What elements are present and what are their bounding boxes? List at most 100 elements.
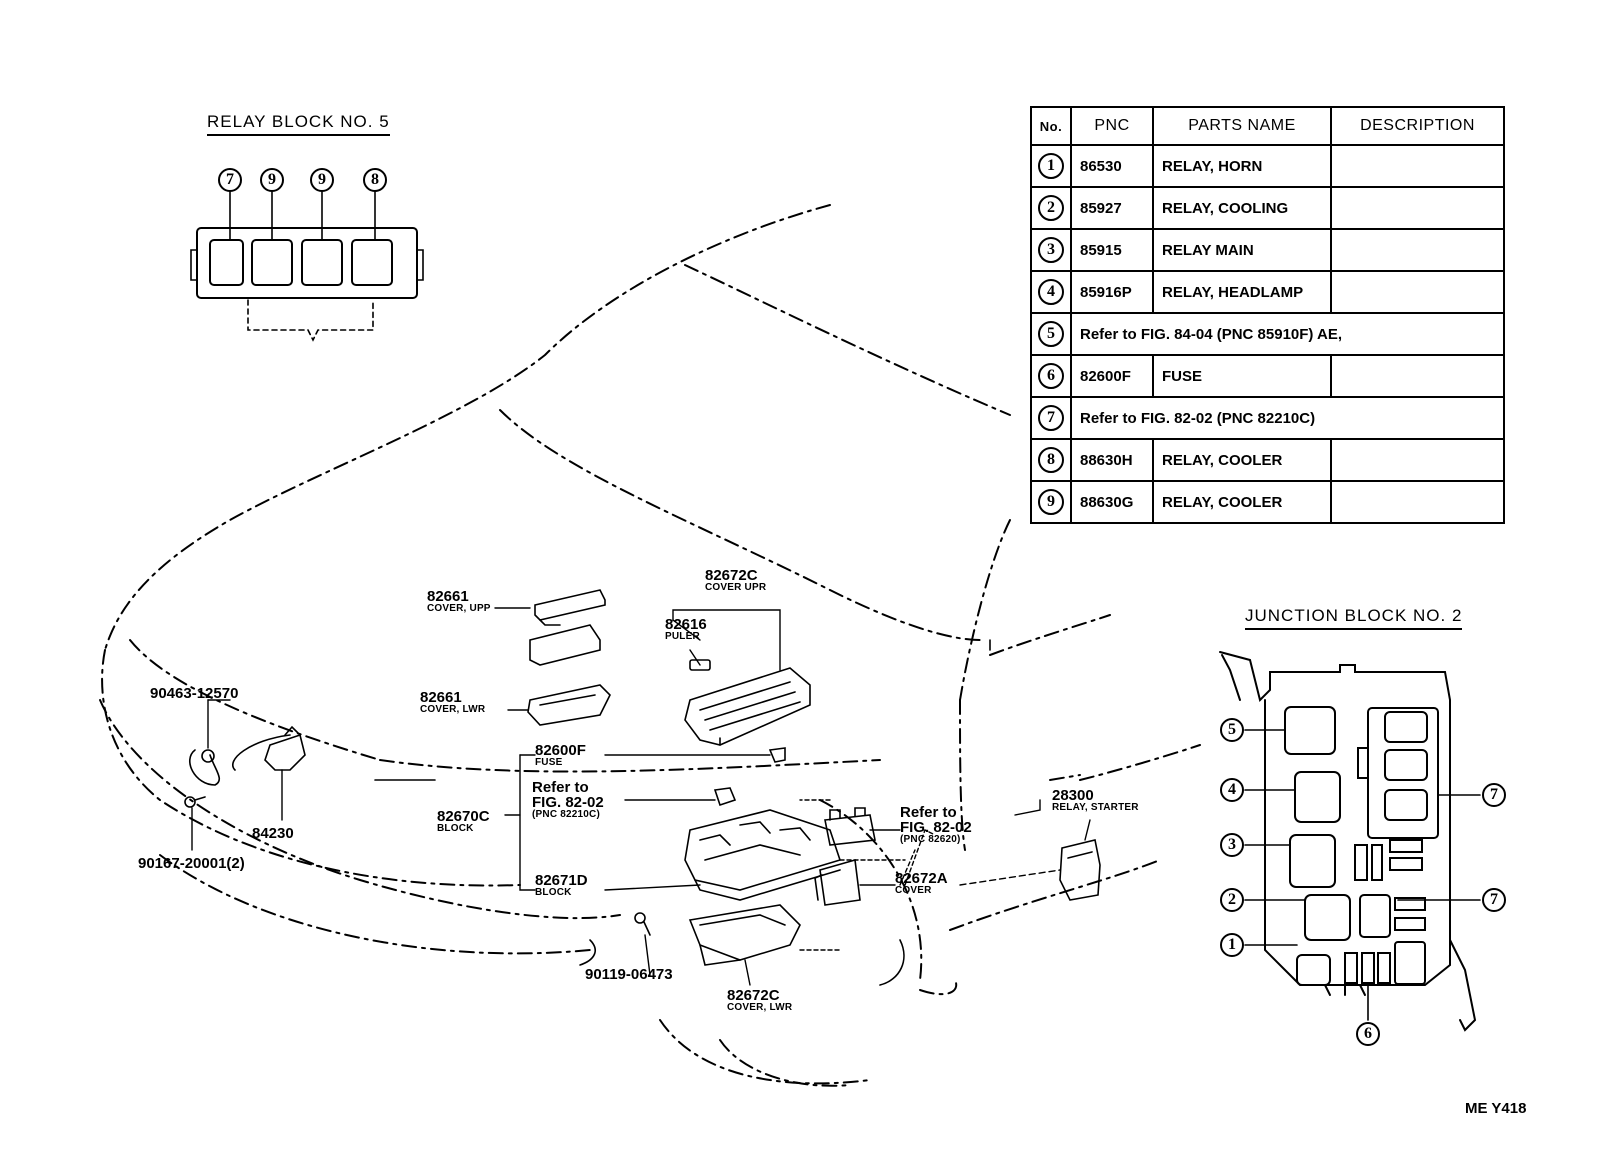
puller-82616 — [689, 659, 711, 671]
junction-block-callout: 6 — [1356, 1022, 1380, 1046]
part-name: COVER, LWR — [727, 1002, 793, 1013]
part-name: COVER — [895, 885, 932, 896]
row-pnc: 85915 — [1070, 228, 1154, 272]
column-header-description: DESCRIPTION — [1330, 106, 1505, 146]
label-refer-82210c: Refer to FIG. 82-02 (PNC 82210C) — [532, 780, 604, 820]
label-82672c-upr: 82672C COVER UPR — [705, 568, 766, 593]
column-header-pnc: PNC — [1070, 106, 1154, 146]
row-number: 3 — [1038, 237, 1064, 263]
cover-upr-82672c — [684, 667, 811, 746]
row-reference: Refer to FIG. 84-04 (PNC 85910F) AE, — [1070, 312, 1505, 356]
table-row: 2 85927 RELAY, COOLING — [1030, 186, 1505, 230]
row-number: 9 — [1038, 489, 1064, 515]
row-parts-name: RELAY MAIN — [1152, 228, 1332, 272]
leader-lines — [191, 607, 1091, 986]
part-number: 82600F — [535, 742, 586, 759]
label-82661-lwr: 82661 COVER, LWR — [420, 690, 485, 715]
label-82661-upp: 82661 COVER, UPP — [427, 589, 491, 614]
table-row: 6 82600F FUSE — [1030, 354, 1505, 398]
row-parts-name: RELAY, HEADLAMP — [1152, 270, 1332, 314]
junction-block-callout: 7 — [1482, 888, 1506, 912]
table-row: 5 Refer to FIG. 84-04 (PNC 85910F) AE, — [1030, 312, 1505, 356]
junction-block-callout: 5 — [1220, 718, 1244, 742]
part-number: 82672A — [895, 870, 948, 887]
junction-block-callout: 4 — [1220, 778, 1244, 802]
relay-block-callout: 9 — [310, 168, 334, 192]
relay-block-callout: 7 — [218, 168, 242, 192]
part-number: 82616 — [665, 616, 707, 633]
row-number: 7 — [1038, 405, 1064, 431]
bolt-90167 — [184, 796, 206, 808]
part-number: 82671D — [535, 872, 588, 889]
part-name: FUSE — [535, 757, 563, 768]
row-pnc: 86530 — [1070, 144, 1154, 188]
table-row: 7 Refer to FIG. 82-02 (PNC 82210C) — [1030, 396, 1505, 440]
row-reference: Refer to FIG. 82-02 (PNC 82210C) — [1070, 396, 1505, 440]
label-82672a: 82672A COVER — [895, 871, 948, 896]
bolt-90119 — [634, 912, 651, 936]
vehicle-outline — [99, 204, 1201, 1087]
part-name: BLOCK — [437, 823, 474, 834]
row-number: 8 — [1038, 447, 1064, 473]
cover-lwr-82661 — [527, 684, 611, 726]
table-header-row: No. PNC PARTS NAME DESCRIPTION — [1030, 106, 1505, 146]
part-name: RELAY, STARTER — [1052, 802, 1139, 813]
label-90119: 90119-06473 — [585, 966, 673, 983]
cover-lwr-82672c — [688, 904, 801, 966]
table-row: 9 88630G RELAY, COOLER — [1030, 480, 1505, 524]
row-pnc: 85927 — [1070, 186, 1154, 230]
refer-figure: FIG. 82-02 — [900, 819, 972, 836]
row-description — [1330, 186, 1505, 230]
refer-pnc: (PNC 82210C) — [532, 809, 600, 820]
row-number: 5 — [1038, 321, 1064, 347]
relay-block-callout: 8 — [363, 168, 387, 192]
row-parts-name: RELAY, COOLING — [1152, 186, 1332, 230]
cover-82672a — [814, 858, 861, 906]
bracket-84230 — [232, 725, 306, 771]
table-row: 8 88630H RELAY, COOLER — [1030, 438, 1505, 482]
row-description — [1330, 480, 1505, 524]
relay-block-callout: 9 — [260, 168, 284, 192]
refer-text: Refer to — [900, 804, 957, 821]
part-name: COVER, LWR — [420, 704, 486, 715]
relay-block-5 — [190, 189, 424, 342]
column-header-no: No. — [1030, 106, 1072, 146]
label-90167: 90167-20001(2) — [138, 855, 245, 872]
figure-code: ME Y418 — [1465, 1100, 1527, 1117]
junction-block-2 — [1219, 651, 1481, 1032]
label-refer-82620: Refer to FIG. 82-02 (PNC 82620) — [900, 805, 972, 845]
part-82620 — [824, 807, 876, 846]
relay-starter-28300 — [1059, 839, 1101, 901]
label-82616: 82616 PULER — [665, 617, 707, 642]
part-name: PULER — [665, 631, 700, 642]
part-number: 82672C — [727, 987, 780, 1004]
table-row: 1 86530 RELAY, HORN — [1030, 144, 1505, 188]
row-pnc: 88630H — [1070, 438, 1154, 482]
row-description — [1330, 144, 1505, 188]
column-header-parts-name: PARTS NAME — [1152, 106, 1332, 146]
part-number: 82661 — [427, 588, 469, 605]
part-number: 82670C — [437, 808, 490, 825]
row-parts-name: FUSE — [1152, 354, 1332, 398]
row-number: 2 — [1038, 195, 1064, 221]
junction-block-callout: 2 — [1220, 888, 1244, 912]
part-number: 82661 — [420, 689, 462, 706]
row-description — [1330, 438, 1505, 482]
row-pnc: 88630G — [1070, 480, 1154, 524]
row-description — [1330, 270, 1505, 314]
part-name: BLOCK — [535, 887, 572, 898]
refer-figure: FIG. 82-02 — [532, 794, 604, 811]
part-number: 28300 — [1052, 787, 1094, 804]
label-82670c: 82670C BLOCK — [437, 809, 490, 834]
label-84230: 84230 — [252, 825, 294, 842]
parts-table: No. PNC PARTS NAME DESCRIPTION 1 86530 R… — [1030, 106, 1505, 524]
label-28300: 28300 RELAY, STARTER — [1052, 788, 1139, 813]
label-90463: 90463-12570 — [150, 685, 239, 702]
row-parts-name: RELAY, COOLER — [1152, 480, 1332, 524]
table-row: 3 85915 RELAY MAIN — [1030, 228, 1505, 272]
label-82671d: 82671D BLOCK — [535, 873, 588, 898]
part-name: COVER, UPP — [427, 603, 491, 614]
part-number: 82672C — [705, 567, 758, 584]
refer-pnc: (PNC 82620) — [900, 834, 961, 845]
junction-block-callout: 1 — [1220, 933, 1244, 957]
